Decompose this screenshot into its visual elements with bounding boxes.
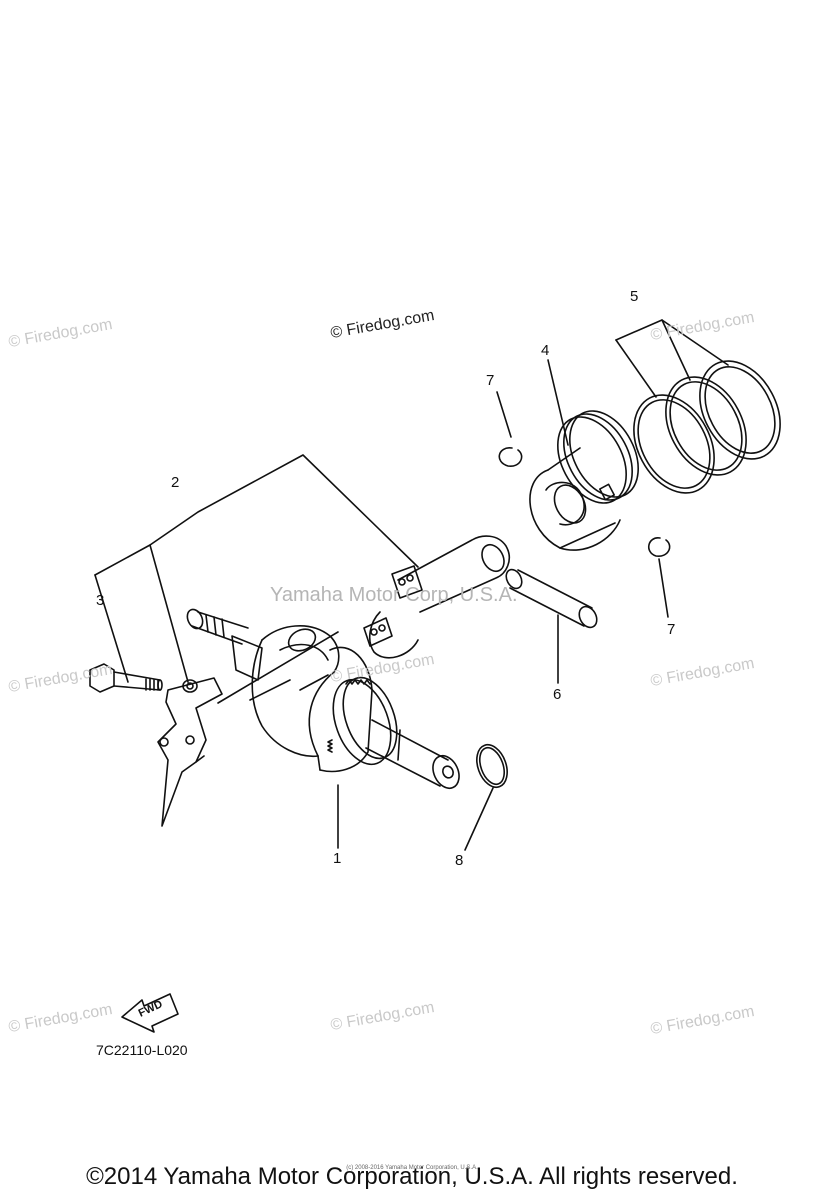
balancer-plate bbox=[157, 677, 223, 827]
piston-ring-2 bbox=[665, 376, 747, 476]
piston-ring-1 bbox=[633, 394, 715, 494]
callout-2: 2 bbox=[171, 474, 180, 491]
fine-print: (c) 2008-2016 Yamaha Motor Corporation, … bbox=[346, 1165, 478, 1171]
callout-5: 5 bbox=[630, 288, 639, 305]
fwd-arrow-icon bbox=[121, 993, 179, 1033]
bolt bbox=[89, 663, 163, 693]
callout-6: 6 bbox=[553, 686, 562, 703]
o-ring bbox=[476, 743, 508, 789]
callout-8: 8 bbox=[455, 852, 464, 869]
crankshaft bbox=[186, 608, 460, 790]
crank-gear bbox=[332, 678, 392, 766]
connecting-rod bbox=[363, 535, 511, 659]
callout-1: 1 bbox=[333, 850, 342, 867]
callout-7-left: 7 bbox=[486, 372, 495, 389]
piston-ring-3 bbox=[699, 360, 781, 460]
diagram-code: 7C22110-L020 bbox=[96, 1042, 188, 1058]
copyright-notice: ©2014 Yamaha Motor Corporation, U.S.A. A… bbox=[86, 1163, 738, 1190]
callout-3: 3 bbox=[96, 592, 105, 609]
leader-2 bbox=[94, 454, 419, 576]
callout-7-right: 7 bbox=[667, 621, 676, 638]
circlip-left bbox=[498, 447, 523, 467]
circlip-right bbox=[648, 537, 671, 557]
watermark-yamaha: Yamaha Motor Corp, U.S.A. bbox=[270, 584, 518, 606]
callout-4: 4 bbox=[541, 342, 550, 359]
piston bbox=[529, 410, 639, 551]
piston-pin bbox=[505, 568, 598, 629]
